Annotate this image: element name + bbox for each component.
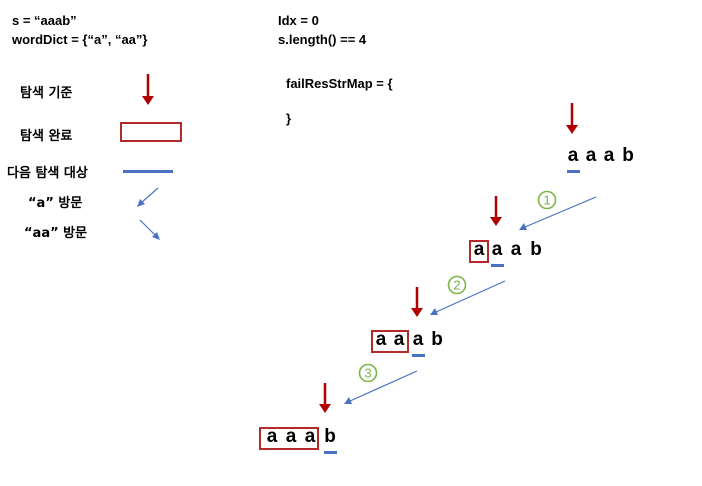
legend-done-box: [120, 122, 182, 142]
char: b: [431, 329, 443, 350]
legend-search-done-label: 탐색 완료: [20, 129, 73, 144]
next-target-underline: [567, 170, 580, 173]
legend-visit-a-arrow: [137, 187, 159, 207]
char: a: [603, 145, 615, 166]
search-base-arrow: [411, 287, 423, 317]
search-done-box: [259, 427, 319, 450]
transition-badge: 3: [358, 363, 378, 383]
search-done-box: [371, 330, 409, 353]
char: a: [491, 239, 503, 260]
string-definition: s = “aaab”: [12, 13, 77, 28]
char: b: [324, 426, 336, 447]
transition-badge: 2: [447, 275, 467, 295]
transition-badge: 1: [537, 190, 557, 210]
char: a: [393, 329, 405, 350]
legend-visit-aa-arrow: [139, 219, 160, 240]
char: a: [585, 145, 597, 166]
search-done-box: [469, 240, 489, 263]
idx-value: Idx = 0: [278, 13, 319, 28]
search-base-arrow: [490, 196, 502, 226]
char: a: [285, 426, 297, 447]
char: a: [375, 329, 387, 350]
legend-visit-a-label: “a” 방문: [28, 196, 83, 211]
char: a: [567, 145, 579, 166]
char: b: [622, 145, 634, 166]
char: a: [304, 426, 316, 447]
char: b: [530, 239, 542, 260]
svg-text:2: 2: [453, 278, 460, 293]
legend-visit-aa-label: “aa” 방문: [24, 226, 88, 241]
visit-a-arrow: [430, 280, 506, 315]
visit-a-arrow: [344, 370, 418, 404]
word-dict-definition: wordDict = {“a”, “aa”}: [12, 32, 148, 47]
legend-search-base-label: 탐색 기준: [20, 86, 73, 101]
visit-a-arrow: [519, 196, 597, 230]
char: a: [510, 239, 522, 260]
next-target-underline: [491, 264, 504, 267]
search-base-arrow: [319, 383, 331, 413]
char: a: [473, 239, 485, 260]
fail-map-open: failResStrMap = {: [286, 76, 393, 91]
next-target-underline: [412, 354, 425, 357]
svg-text:1: 1: [543, 193, 550, 208]
svg-text:3: 3: [364, 366, 371, 381]
legend-next-underline: [123, 170, 173, 173]
search-base-arrow: [566, 103, 578, 134]
fail-map-close: }: [286, 111, 292, 126]
length-value: s.length() == 4: [278, 32, 367, 47]
next-target-underline: [324, 451, 337, 454]
char: a: [412, 329, 424, 350]
legend-search-base-arrow: [142, 74, 154, 105]
legend-next-target-label: 다음 탐색 대상: [7, 166, 88, 181]
char: a: [266, 426, 278, 447]
